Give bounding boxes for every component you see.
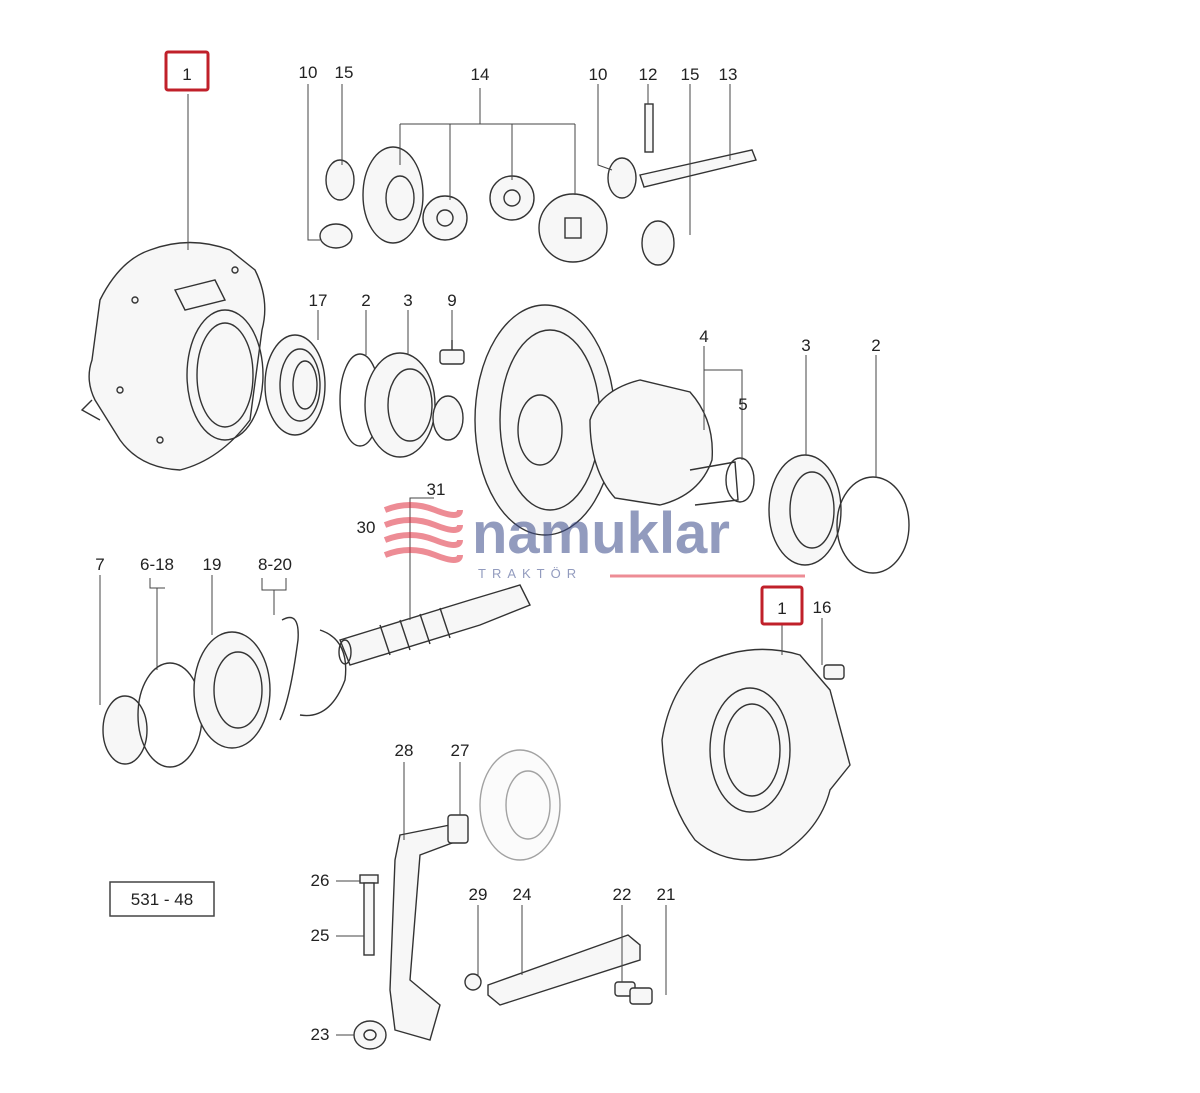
washer-15-part — [325, 159, 355, 201]
callout-label: 10 — [299, 63, 318, 82]
highlighted-label-part-1-right: 1 — [777, 599, 786, 618]
reference-code: 531 - 48 — [131, 890, 193, 909]
clip-8-20-part — [279, 616, 299, 721]
ring-6-18-part — [137, 662, 203, 768]
callout-label: 22 — [613, 885, 632, 904]
callout-label: 27 — [451, 741, 470, 760]
callout-label: 4 — [699, 327, 708, 346]
callout-label: 15 — [681, 65, 700, 84]
gear-27-part — [479, 749, 561, 861]
callout-label: 29 — [469, 885, 488, 904]
bearing-3-right-part — [768, 454, 842, 566]
callout-label: 7 — [95, 555, 104, 574]
callout-label: 6-18 — [140, 555, 174, 574]
callout-label: 23 — [311, 1025, 330, 1044]
bearing-3-part — [364, 352, 436, 458]
nut-23-part — [353, 1020, 387, 1050]
brand-subtitle: TRAKTÖR — [478, 566, 582, 581]
callout-label: 2 — [361, 291, 370, 310]
fork-lever-28-part — [389, 814, 469, 1041]
callout-label: 30 — [357, 518, 376, 537]
washer-10-right-part — [607, 157, 637, 199]
callout-label: 8-20 — [258, 555, 292, 574]
brand-watermark: namuklar TRAKTÖR — [383, 501, 805, 581]
cross-shaft-13-part — [639, 149, 757, 188]
bolt-21-part — [629, 987, 653, 1005]
leader-lines — [99, 84, 877, 1036]
bolt-16-part — [823, 664, 845, 680]
callout-label: 2 — [871, 336, 880, 355]
housing-right-part — [661, 648, 851, 861]
housing-left-part — [80, 241, 266, 471]
snap-ring-2-right-part — [836, 476, 910, 574]
side-gear-14-right-part — [538, 193, 608, 263]
sleeve-part — [432, 395, 464, 441]
seal-7-part — [102, 695, 148, 765]
callout-label: 24 — [513, 885, 532, 904]
callout-label: 10 — [589, 65, 608, 84]
callout-label: 26 — [311, 871, 330, 890]
pinion-gear-14b-part — [489, 175, 535, 221]
callout-label: 9 — [447, 291, 456, 310]
callout-label: 3 — [801, 336, 810, 355]
callout-label: 15 — [335, 63, 354, 82]
callout-label: 21 — [657, 885, 676, 904]
highlight-box-part-1 — [164, 50, 210, 92]
bolt-25-26-part — [359, 874, 379, 956]
highlight-box-part-1-right — [760, 585, 804, 626]
snap-ring-part — [299, 629, 347, 717]
pinion-gear-14-part — [422, 195, 468, 241]
callout-label: 13 — [719, 65, 738, 84]
callout-label: 3 — [403, 291, 412, 310]
pinion-shaft-30-part — [338, 584, 531, 666]
washer-15-right-part — [641, 220, 675, 266]
pin-29-part — [464, 973, 482, 991]
washer-10-part — [319, 223, 353, 249]
pin-12-part — [644, 103, 654, 153]
callout-label: 17 — [309, 291, 328, 310]
bearing-17-part — [264, 334, 326, 436]
callout-label: 12 — [639, 65, 658, 84]
brand-wave-icon — [383, 502, 463, 563]
brand-name: namuklar — [472, 501, 730, 566]
callout-label: 19 — [203, 555, 222, 574]
callout-label: 31 — [427, 480, 446, 499]
highlighted-label-part-1: 1 — [182, 65, 191, 84]
bearing-19-part — [193, 631, 271, 749]
shaft-24-part — [487, 934, 641, 1006]
differential-case-part — [589, 379, 755, 506]
callout-label: 14 — [471, 65, 490, 84]
callout-label: 28 — [395, 741, 414, 760]
callout-label: 16 — [813, 598, 832, 617]
reference-code-box — [109, 881, 215, 917]
bolt-9-part — [439, 340, 465, 365]
side-gear-14-left-part — [362, 146, 424, 244]
callout-labels: 10 15 14 10 12 15 13 17 2 3 9 4 3 2 5 31… — [95, 63, 880, 1044]
callout-label: 25 — [311, 926, 330, 945]
ring-gear-part — [474, 304, 616, 536]
callout-label: 5 — [738, 395, 747, 414]
